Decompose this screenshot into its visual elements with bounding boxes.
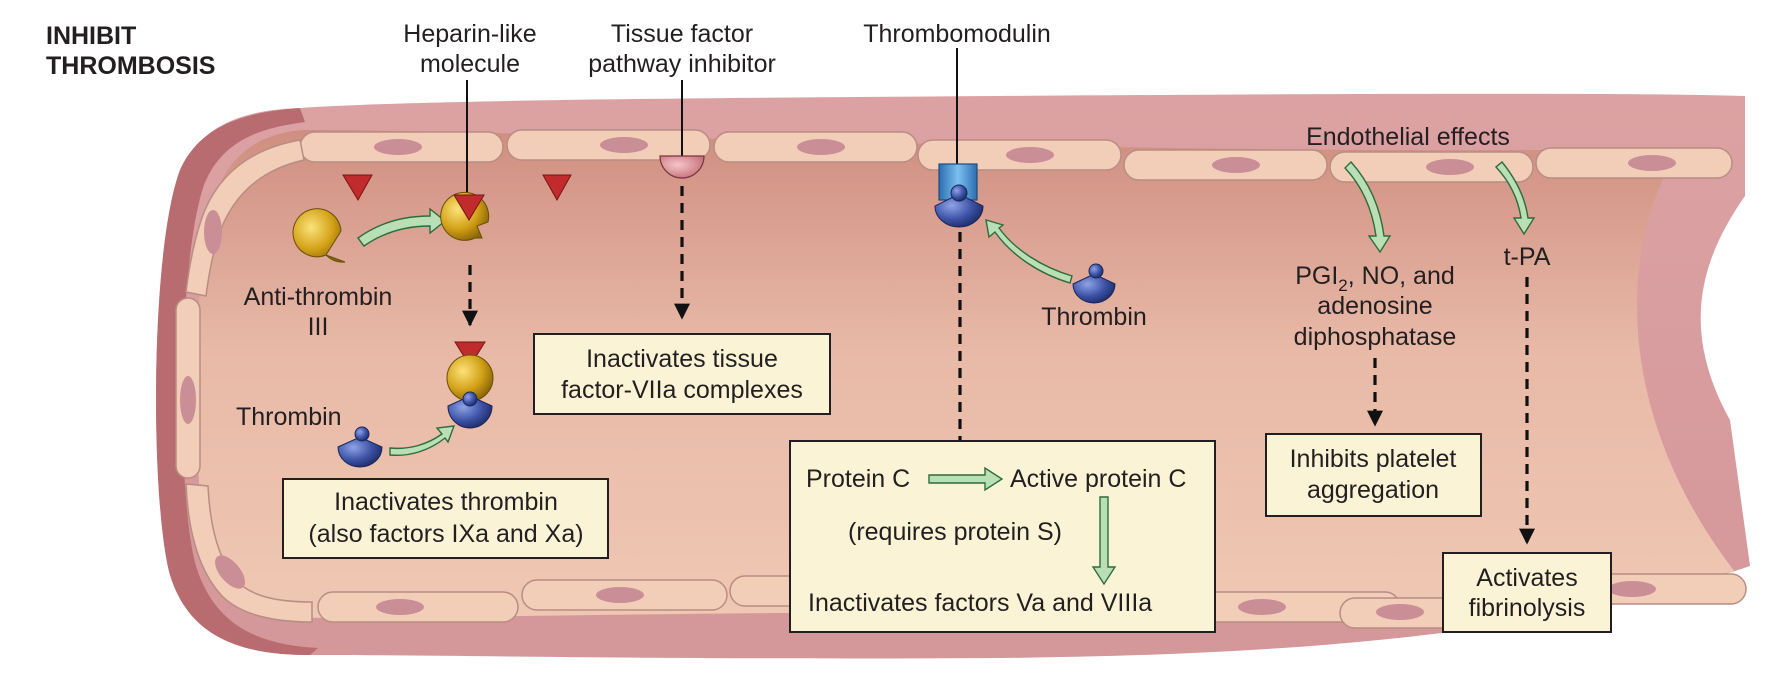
thrombin-right-icon	[1072, 273, 1116, 304]
inactivates-factors-label: Inactivates factors Va and VIIIa	[808, 589, 1152, 617]
activates-fibrinolysis-line-1: Activates	[1476, 564, 1577, 592]
pgi2-subscript: 2	[1338, 276, 1347, 295]
thrombin-left-label: Thrombin	[236, 403, 342, 431]
pgi2-label-line-3: diphosphatase	[1294, 323, 1457, 351]
endothelial-nucleus	[204, 210, 222, 254]
green-arrow-icon	[928, 466, 1004, 492]
green-arrow-icon	[1091, 496, 1117, 586]
requires-protein-s-label: (requires protein S)	[848, 518, 1062, 546]
heparin-molecule-icon	[342, 174, 373, 201]
endothelial-cell	[185, 483, 313, 623]
tfpi-label-line-1: Tissue factor	[611, 20, 753, 48]
green-arrow-icon	[985, 219, 1073, 284]
thrombin-right-label: Thrombin	[1041, 303, 1147, 331]
endothelial-nucleus	[1006, 147, 1054, 163]
antithrombin-iii-icon	[292, 208, 346, 263]
endothelium-top	[299, 129, 1733, 183]
tfpi-label-line-2: pathway inhibitor	[588, 50, 776, 78]
inactivates-tissue-factor-box: Inactivates tissue factor-VIIa complexes	[533, 333, 831, 415]
endothelium-left	[175, 139, 313, 623]
activates-fibrinolysis-box: Activates fibrinolysis	[1442, 552, 1612, 633]
endothelial-nucleus	[374, 139, 422, 155]
endothelial-effects-label: Endothelial effects	[1306, 123, 1510, 151]
thrombin-bound-icon	[447, 395, 493, 429]
inhibits-platelet-line-2: aggregation	[1307, 476, 1439, 504]
title-line-2: THROMBOSIS	[46, 52, 215, 80]
endothelial-nucleus	[797, 139, 845, 155]
inactivates-thrombin-line-1: Inactivates thrombin	[334, 488, 558, 516]
inactivates-thrombin-box: Inactivates thrombin (also factors IXa a…	[282, 478, 609, 559]
thrombin-left-knob-icon	[354, 426, 370, 442]
endothelial-nucleus	[596, 587, 644, 603]
protein-c-label: Protein C	[806, 465, 910, 493]
endothelial-nucleus	[180, 376, 196, 424]
pgi2-prefix: PGI	[1295, 262, 1338, 290]
inactivates-thrombin-line-2: (also factors IXa and Xa)	[308, 520, 583, 548]
endothelial-nucleus	[1426, 159, 1474, 175]
inhibits-platelet-line-1: Inhibits platelet	[1290, 445, 1457, 473]
inactivates-tissue-factor-line-1: Inactivates tissue	[586, 345, 778, 373]
endothelial-nucleus	[1376, 604, 1424, 620]
title-line-1: INHIBIT	[46, 22, 136, 50]
pgi2-label-line-1: PGI2, NO, and	[1295, 262, 1455, 295]
heparin-molecule-icon	[542, 174, 572, 202]
endothelial-nucleus	[1608, 581, 1656, 597]
green-arrow-icon	[389, 425, 456, 457]
tpa-label: t-PA	[1504, 243, 1551, 271]
endothelial-nucleus	[600, 137, 648, 153]
endothelial-nucleus	[1628, 155, 1676, 171]
inactivates-tissue-factor-line-2: factor-VIIa complexes	[561, 376, 803, 404]
green-arrow-icon	[357, 207, 447, 247]
antithrombin-label-line-1: Anti-thrombin	[244, 283, 393, 311]
endothelial-nucleus	[1238, 599, 1286, 615]
heparin-molecule-icon	[453, 194, 485, 221]
thrombin-bound-knob-icon	[462, 391, 478, 407]
pgi2-suffix: , NO, and	[1348, 262, 1455, 290]
active-protein-c-label: Active protein C	[1010, 465, 1186, 493]
pgi2-label-line-2: adenosine	[1317, 292, 1432, 320]
thrombin-bound-icon	[934, 193, 984, 228]
endothelial-nucleus	[376, 599, 424, 615]
thrombin-right-knob-icon	[1088, 263, 1104, 279]
endothelial-nucleus	[1212, 157, 1260, 173]
protein-c-box: Protein C Active protein C (requires pro…	[789, 440, 1216, 633]
thrombin-left-icon	[337, 436, 383, 468]
heparin-label-line-2: molecule	[420, 50, 520, 78]
heparin-label-line-1: Heparin-like	[403, 20, 536, 48]
activates-fibrinolysis-line-2: fibrinolysis	[1469, 594, 1586, 622]
thrombin-bound-knob-icon	[950, 184, 968, 202]
heparin-molecule-icon	[454, 341, 486, 367]
thrombomodulin-label: Thrombomodulin	[863, 20, 1051, 48]
green-arrow-icon	[1344, 160, 1392, 254]
tfpi-receptor-icon	[659, 155, 705, 179]
green-arrow-icon	[1494, 161, 1536, 236]
inhibits-platelet-box: Inhibits platelet aggregation	[1265, 433, 1482, 517]
antithrombin-label-line-2: III	[308, 313, 329, 341]
endothelial-nucleus	[215, 555, 245, 589]
